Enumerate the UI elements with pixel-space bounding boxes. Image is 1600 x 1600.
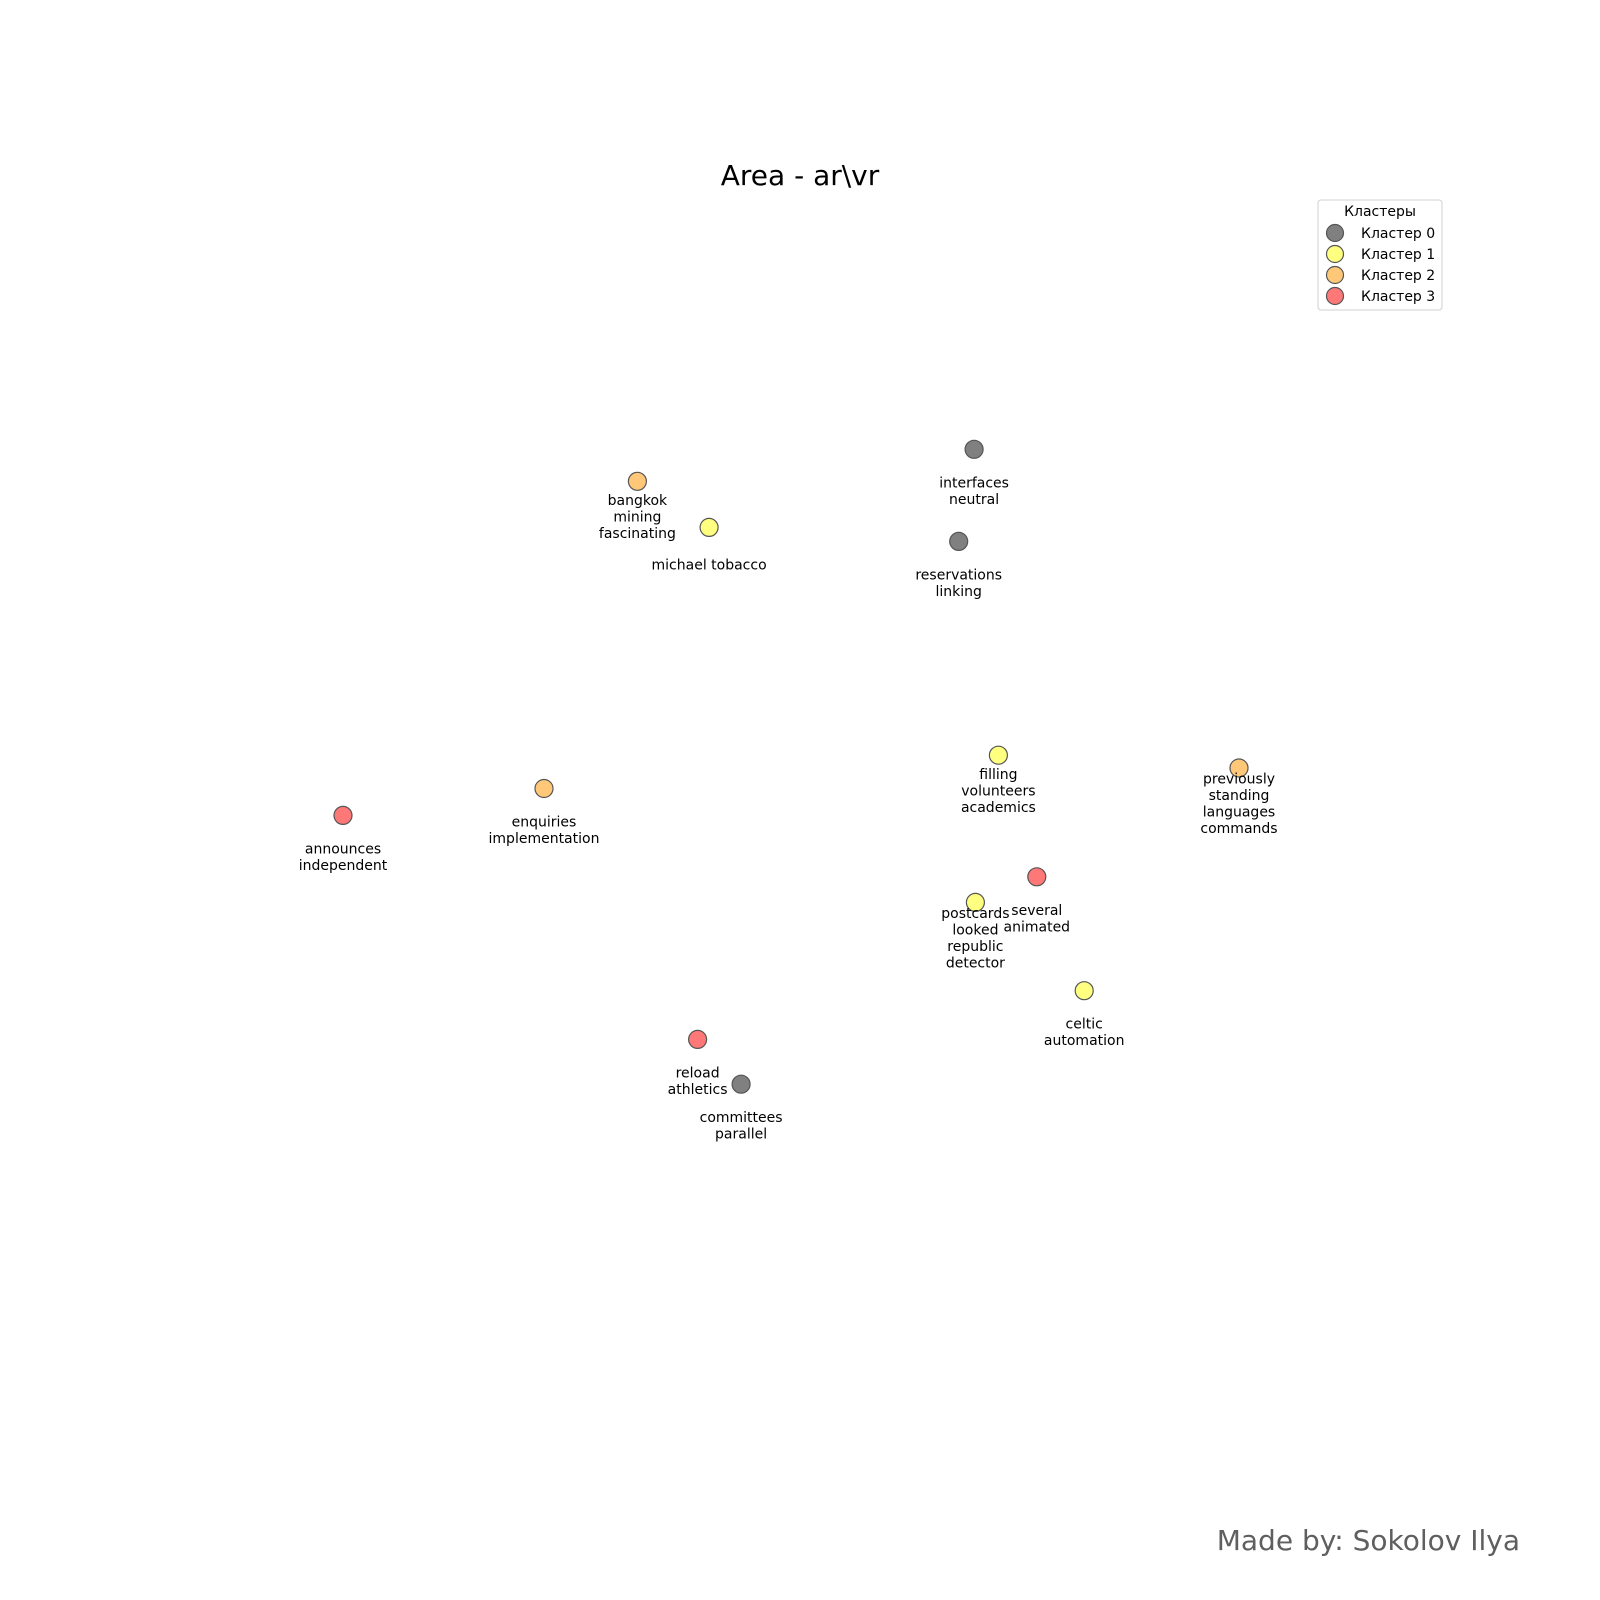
- point-label-line: interfaces: [939, 475, 1009, 491]
- point-label-line: enquiries: [512, 815, 577, 831]
- point-label-line: detector: [946, 955, 1005, 971]
- point-label-line: celtic: [1066, 1017, 1103, 1033]
- data-point-cluster-0: [949, 531, 969, 552]
- legend-marker-cluster-3: [1325, 286, 1345, 306]
- legend-frame: [1317, 199, 1443, 311]
- data-point-cluster-3: [1027, 867, 1047, 887]
- point-label-line: several: [1011, 903, 1062, 919]
- data-point-cluster-1: [988, 745, 1009, 765]
- point-label-line: fascinating: [599, 526, 676, 542]
- legend-title: Кластеры: [1344, 204, 1416, 220]
- point-label-line: republic: [947, 939, 1003, 955]
- legend-marker-cluster-0: [1325, 223, 1345, 243]
- point-label-line: committees: [700, 1110, 783, 1126]
- point-label-line: automation: [1044, 1033, 1125, 1049]
- data-point-cluster-0: [964, 439, 984, 459]
- point-label-line: athletics: [668, 1082, 728, 1098]
- legend-label: Кластер 3: [1361, 289, 1435, 305]
- point-label: michael tobacco: [652, 557, 767, 573]
- point-label-line: filling: [979, 767, 1017, 783]
- legend-label: Кластер 0: [1361, 226, 1435, 242]
- point-label-line: animated: [1004, 919, 1071, 935]
- point-label-line: linking: [935, 584, 981, 600]
- point-label-line: previously: [1203, 772, 1275, 788]
- data-point-cluster-1: [965, 892, 986, 913]
- data-point-cluster-2: [1229, 758, 1249, 778]
- data-point-cluster-1: [1074, 981, 1094, 1001]
- legend-marker-cluster-1: [1325, 244, 1345, 264]
- point-label-line: michael tobacco: [652, 557, 767, 573]
- point-label-line: languages: [1203, 805, 1275, 821]
- point-label-line: commands: [1200, 821, 1277, 837]
- point-label-line: academics: [961, 800, 1036, 816]
- point-label-line: standing: [1209, 788, 1270, 804]
- data-point-cluster-1: [699, 517, 719, 538]
- point-label-line: looked: [952, 922, 998, 938]
- data-point-cluster-3: [333, 805, 353, 826]
- legend-entries: Кластер 0 Кластер 1 Кластер 2 Кластер 3: [1325, 223, 1435, 306]
- legend-label: Кластер 1: [1361, 247, 1435, 263]
- point-label-line: neutral: [949, 492, 999, 508]
- data-point-cluster-0: [731, 1074, 751, 1094]
- point-label-line: postcards: [941, 906, 1009, 922]
- point-label-line: volunteers: [961, 783, 1035, 799]
- point-label-line: independent: [299, 858, 388, 874]
- point-label-line: parallel: [715, 1127, 767, 1143]
- point-label-line: announces: [305, 841, 381, 857]
- point-label-line: reservations: [915, 567, 1002, 583]
- chart-title: Area - ar\vr: [721, 159, 880, 192]
- point-label-line: mining: [613, 510, 661, 526]
- legend-marker-cluster-2: [1325, 265, 1345, 285]
- legend-label: Кластер 2: [1361, 268, 1435, 284]
- point-label-line: reload: [676, 1065, 720, 1081]
- point-label-line: implementation: [489, 831, 600, 847]
- data-point-cluster-2: [627, 471, 648, 491]
- data-point-cluster-3: [687, 1029, 708, 1050]
- points-layer: [333, 439, 1249, 1094]
- data-point-cluster-2: [534, 778, 554, 799]
- point-label-line: bangkok: [608, 493, 668, 509]
- author-credit: Made by: Sokolov Ilya: [1217, 1524, 1520, 1557]
